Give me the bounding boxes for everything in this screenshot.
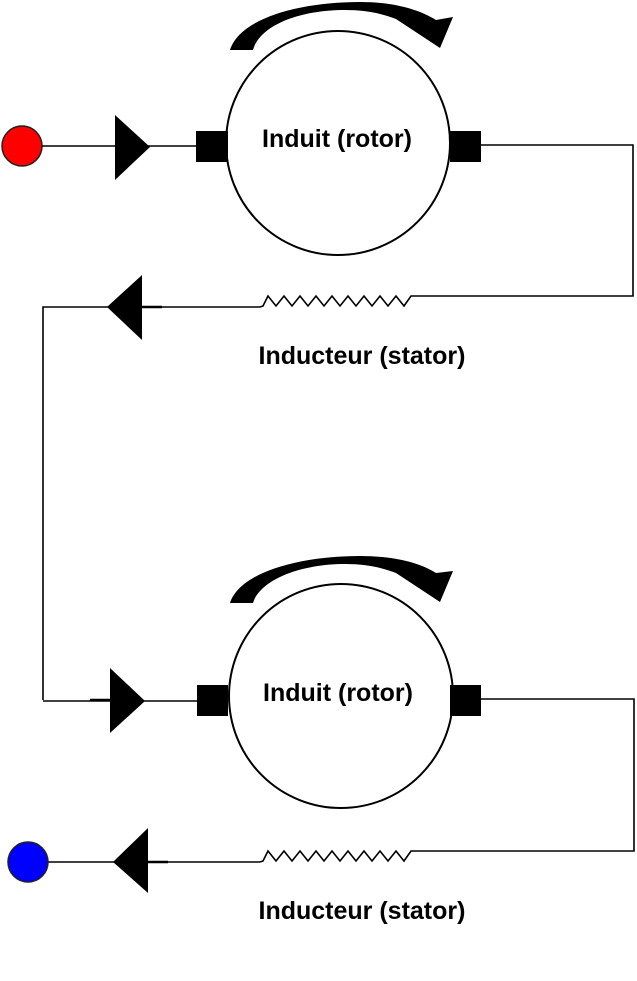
positive-terminal-icon: [1, 125, 43, 167]
rotor-label: Induit (rotor): [263, 679, 413, 707]
rotor-label: Induit (rotor): [262, 125, 412, 153]
wire-interconnect: [42, 306, 260, 700]
current-arrow-right-icon: [115, 115, 150, 180]
brush-left-icon: [196, 131, 228, 162]
current-arrow-left-icon: [113, 828, 148, 893]
brush-right-icon: [450, 131, 481, 162]
motor-1: Induit (rotor) Inducteur (stator): [1, 2, 634, 700]
rotation-arrow-icon: [230, 2, 453, 50]
brush-right-icon: [450, 685, 481, 716]
current-arrow-left-icon: [107, 275, 142, 340]
motor-2: Induit (rotor) Inducteur (stator): [7, 556, 635, 925]
stator-coil-icon: [259, 849, 418, 863]
brush-left-icon: [197, 685, 228, 716]
negative-terminal-icon: [7, 841, 49, 883]
wire-rotor-to-stator: [418, 144, 634, 297]
rotation-arrow-icon: [230, 556, 453, 603]
stator-coil-icon: [259, 294, 418, 308]
current-arrow-right-icon: [110, 668, 145, 733]
wire-rotor-to-stator: [418, 698, 635, 852]
stator-label: Inducteur (stator): [259, 342, 466, 370]
stator-label: Inducteur (stator): [259, 897, 466, 925]
